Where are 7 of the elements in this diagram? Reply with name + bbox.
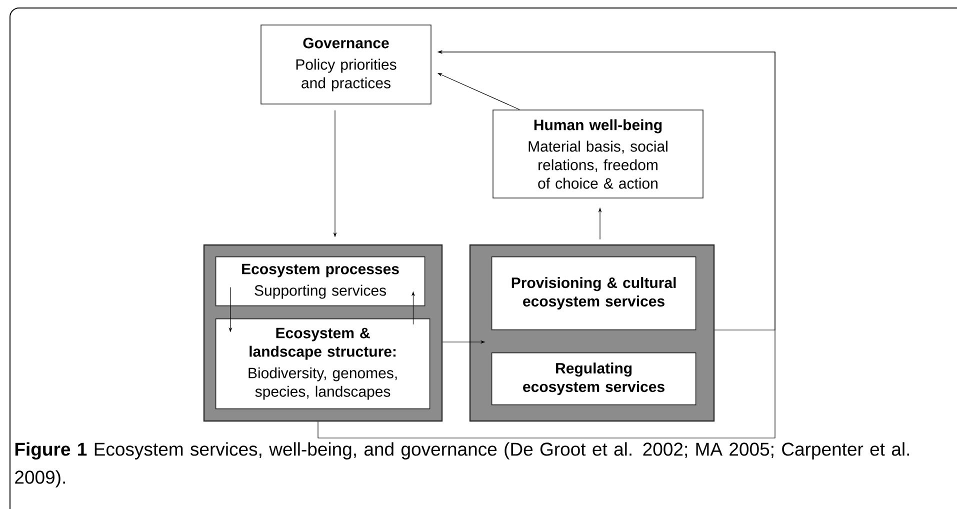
process-box: Ecosystem processes Supporting services [215,256,426,306]
governance-box: Governance Policy priorities and practices [260,24,432,104]
structure-box: Ecosystem & landscape structure: Biodiversity, genomes, species, landscapes [215,318,430,410]
services-box: Provisioning & cultural ecosystem services [491,256,696,330]
figure-caption: Figure 1 Ecosystem services, well-being, and governance (De Groot et al. 2002; MA 2005; Carpenter et al. 2009). [15,442,909,488]
well-being-box: Human well-being Material basis, social relations, freedom of choice & action [492,110,704,198]
services-box: Regulating ecosystem services [491,352,696,406]
